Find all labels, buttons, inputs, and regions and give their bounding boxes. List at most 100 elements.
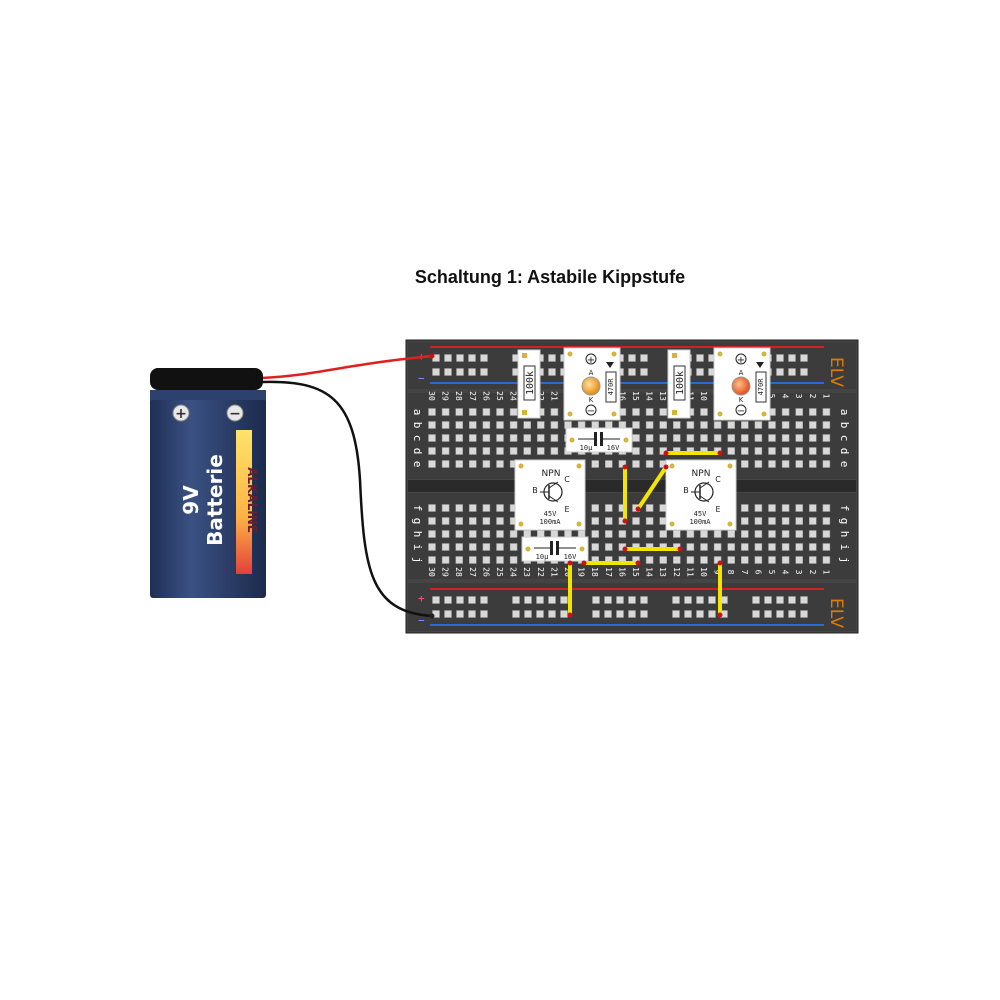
breadboard-hole[interactable]	[482, 447, 491, 455]
breadboard-hole[interactable]	[781, 530, 790, 538]
breadboard-hole[interactable]	[605, 460, 613, 468]
breadboard-hole[interactable]	[550, 447, 559, 455]
breadboard-hole[interactable]	[428, 447, 436, 455]
breadboard-hole[interactable]	[795, 408, 803, 416]
breadboard-hole[interactable]	[444, 596, 452, 604]
breadboard-hole[interactable]	[524, 596, 532, 604]
breadboard-hole[interactable]	[788, 354, 796, 362]
breadboard-hole[interactable]	[618, 530, 627, 538]
breadboard-hole[interactable]	[441, 460, 450, 468]
breadboard-hole[interactable]	[523, 530, 531, 538]
breadboard-hole[interactable]	[469, 556, 477, 564]
breadboard-hole[interactable]	[469, 504, 477, 512]
breadboard-hole[interactable]	[509, 408, 518, 416]
breadboard-hole[interactable]	[524, 610, 532, 618]
breadboard-hole[interactable]	[659, 408, 667, 416]
breadboard-hole[interactable]	[768, 530, 776, 538]
breadboard-hole[interactable]	[809, 434, 817, 442]
breadboard-hole[interactable]	[776, 368, 784, 376]
breadboard-hole[interactable]	[822, 504, 831, 512]
breadboard-hole[interactable]	[781, 556, 790, 564]
breadboard-hole[interactable]	[768, 434, 776, 442]
breadboard-hole[interactable]	[645, 434, 654, 442]
breadboard-hole[interactable]	[496, 408, 504, 416]
breadboard-hole[interactable]	[741, 504, 749, 512]
breadboard-hole[interactable]	[468, 354, 476, 362]
breadboard-hole[interactable]	[741, 421, 749, 429]
breadboard-hole[interactable]	[509, 543, 518, 551]
led-module-left[interactable]: + A K − 470R	[563, 347, 621, 421]
jumper-wire[interactable]	[567, 560, 573, 618]
breadboard-hole[interactable]	[444, 354, 452, 362]
breadboard-hole[interactable]	[822, 408, 831, 416]
breadboard-hole[interactable]	[548, 596, 556, 604]
jumper-wire[interactable]	[717, 560, 723, 618]
breadboard-hole[interactable]	[548, 354, 556, 362]
breadboard-hole[interactable]	[577, 421, 586, 429]
breadboard-hole[interactable]	[727, 543, 735, 551]
breadboard-hole[interactable]	[754, 434, 763, 442]
breadboard-hole[interactable]	[441, 543, 450, 551]
breadboard-hole[interactable]	[469, 460, 477, 468]
breadboard-hole[interactable]	[604, 610, 612, 618]
breadboard-hole[interactable]	[700, 530, 708, 538]
breadboard-hole[interactable]	[781, 517, 790, 525]
breadboard-hole[interactable]	[550, 408, 559, 416]
breadboard-hole[interactable]	[441, 408, 450, 416]
breadboard-hole[interactable]	[788, 610, 796, 618]
breadboard-hole[interactable]	[537, 447, 545, 455]
breadboard-hole[interactable]	[632, 434, 640, 442]
breadboard-hole[interactable]	[480, 354, 488, 362]
breadboard-hole[interactable]	[673, 421, 681, 429]
breadboard-hole[interactable]	[496, 460, 504, 468]
breadboard-hole[interactable]	[482, 530, 491, 538]
breadboard-hole[interactable]	[713, 530, 722, 538]
breadboard-hole[interactable]	[672, 596, 680, 604]
breadboard-hole[interactable]	[632, 460, 640, 468]
breadboard-hole[interactable]	[673, 556, 681, 564]
breadboard-hole[interactable]	[512, 596, 520, 604]
breadboard-hole[interactable]	[628, 596, 636, 604]
breadboard-hole[interactable]	[628, 610, 636, 618]
breadboard-hole[interactable]	[428, 408, 436, 416]
breadboard-hole[interactable]	[564, 530, 572, 538]
breadboard-hole[interactable]	[795, 530, 803, 538]
breadboard-hole[interactable]	[708, 610, 716, 618]
breadboard-hole[interactable]	[548, 610, 556, 618]
breadboard-hole[interactable]	[684, 610, 692, 618]
breadboard-hole[interactable]	[754, 447, 763, 455]
jumper-wire[interactable]	[622, 464, 628, 524]
breadboard-hole[interactable]	[632, 408, 640, 416]
breadboard-hole[interactable]	[809, 530, 817, 538]
breadboard-hole[interactable]	[713, 434, 722, 442]
breadboard-hole[interactable]	[509, 447, 518, 455]
breadboard-hole[interactable]	[591, 530, 599, 538]
breadboard-hole[interactable]	[640, 610, 648, 618]
breadboard-hole[interactable]	[591, 460, 599, 468]
breadboard-hole[interactable]	[441, 504, 450, 512]
breadboard-hole[interactable]	[696, 368, 704, 376]
breadboard-hole[interactable]	[512, 610, 520, 618]
transistor-right[interactable]: NPN B C E 45V 100mA	[665, 459, 737, 531]
breadboard-hole[interactable]	[591, 517, 599, 525]
breadboard-hole[interactable]	[591, 504, 599, 512]
breadboard-hole[interactable]	[659, 556, 667, 564]
breadboard-hole[interactable]	[441, 447, 450, 455]
breadboard-hole[interactable]	[795, 421, 803, 429]
breadboard-hole[interactable]	[456, 596, 464, 604]
breadboard-hole[interactable]	[645, 556, 654, 564]
breadboard-hole[interactable]	[809, 421, 817, 429]
breadboard-hole[interactable]	[455, 517, 463, 525]
breadboard-hole[interactable]	[645, 408, 654, 416]
breadboard-hole[interactable]	[482, 517, 491, 525]
breadboard-hole[interactable]	[469, 421, 477, 429]
breadboard-hole[interactable]	[632, 530, 640, 538]
breadboard-hole[interactable]	[727, 447, 735, 455]
breadboard-hole[interactable]	[809, 460, 817, 468]
breadboard-hole[interactable]	[480, 596, 488, 604]
breadboard-hole[interactable]	[592, 596, 600, 604]
breadboard-hole[interactable]	[776, 596, 784, 604]
breadboard-hole[interactable]	[455, 434, 463, 442]
resistor-right[interactable]: 100k	[667, 349, 691, 419]
breadboard-hole[interactable]	[822, 421, 831, 429]
